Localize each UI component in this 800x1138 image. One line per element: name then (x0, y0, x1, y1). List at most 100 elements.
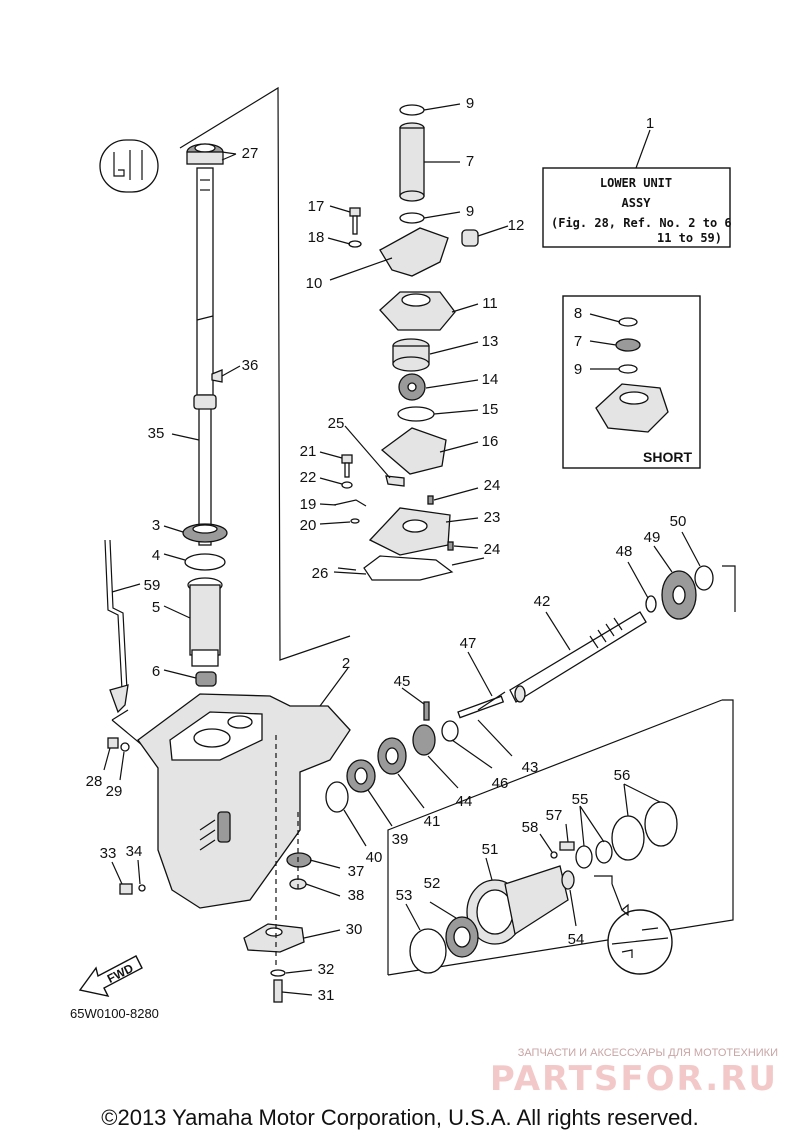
callout-24-b: 24 (484, 541, 501, 558)
callout-41: 41 (424, 813, 441, 830)
callout-53: 53 (396, 887, 413, 904)
grommet-12 (461, 229, 479, 247)
callout-45: 45 (394, 673, 411, 690)
part-37 (286, 852, 312, 868)
callout-59: 59 (144, 577, 161, 594)
o-ring-9-lower (399, 212, 425, 224)
pin-45 (423, 701, 430, 721)
anode-30 (243, 923, 305, 953)
callout-5: 5 (152, 599, 160, 616)
dowel-pin-24-a (427, 495, 434, 505)
callout-38: 38 (348, 887, 365, 904)
shift-rod-59 (104, 539, 123, 691)
assy-line3: (Fig. 28, Ref. No. 2 to 6 (551, 216, 732, 230)
spring-47 (477, 691, 506, 711)
shim-50 (694, 565, 714, 591)
callout-55: 55 (572, 791, 589, 808)
callout-23: 23 (484, 509, 501, 526)
washer-20 (350, 518, 360, 524)
callout-52: 52 (424, 875, 441, 892)
shift-cam (109, 684, 129, 714)
callout-21: 21 (300, 443, 317, 460)
leader-lines (103, 103, 701, 996)
callout-9-lower: 9 (466, 203, 474, 220)
screw-57 (559, 841, 575, 851)
assy-line1: LOWER UNIT (600, 176, 672, 190)
water-pump-assembly (333, 104, 479, 581)
callout-9-short: 9 (574, 361, 582, 378)
bracket-19 (333, 499, 367, 507)
callout-9-top: 9 (466, 95, 474, 112)
callout-47: 47 (460, 635, 477, 652)
o-ring-53 (409, 928, 447, 974)
callout-25: 25 (328, 415, 345, 432)
watermark-subtitle: ЗАПЧАСТИ И АКСЕССУАРЫ ДЛЯ МОТОТЕХНИКИ (518, 1047, 778, 1059)
callout-54: 54 (568, 931, 585, 948)
pump-housing-11 (379, 291, 456, 331)
propeller-shaft-assembly (325, 565, 714, 975)
callout-51: 51 (482, 841, 499, 858)
dowel-pin-24-b (447, 541, 454, 551)
key-25 (385, 475, 405, 487)
screw-33 (119, 883, 133, 895)
bolt-31 (273, 979, 283, 1003)
callout-numbers: 1 2 3 4 5 6 7 7 8 9 9 9 10 11 12 13 14 1… (86, 95, 687, 1004)
callout-15: 15 (482, 401, 499, 418)
short-o-ring-9 (618, 364, 638, 374)
washer-34 (138, 884, 146, 892)
callout-17: 17 (308, 198, 325, 215)
propeller-shaft-42 (509, 611, 647, 703)
callout-8-short: 8 (574, 305, 582, 322)
washer-58 (550, 851, 558, 859)
callout-58: 58 (522, 819, 539, 836)
drive-shaft-collar (193, 394, 217, 410)
short-label: SHORT (643, 449, 692, 465)
o-ring-56-b (644, 801, 678, 847)
assy-line2: ASSY (622, 196, 652, 210)
callout-44: 44 (456, 793, 473, 810)
seal-55-b (595, 840, 613, 864)
callout-2: 2 (342, 655, 350, 672)
short-tube-7 (615, 338, 641, 352)
bearing-54 (561, 870, 575, 890)
callout-42: 42 (534, 593, 551, 610)
plate-10 (379, 227, 449, 277)
callout-18: 18 (308, 229, 325, 246)
washer-29 (120, 742, 130, 752)
seal-detail-circle (607, 909, 673, 975)
seal-55-a (575, 845, 593, 869)
needle-bearing-6 (195, 671, 217, 687)
callout-24-a: 24 (484, 477, 501, 494)
water-tube-7 (399, 127, 425, 197)
callout-22: 22 (300, 469, 317, 486)
callout-35: 35 (148, 425, 165, 442)
callout-6: 6 (152, 663, 160, 680)
callout-11: 11 (482, 295, 498, 312)
gasket-26 (363, 555, 454, 581)
watermark-brand: PARTSFOR.RU (490, 1059, 778, 1099)
callout-12: 12 (508, 217, 525, 234)
callout-10: 10 (306, 275, 323, 292)
short-housing (595, 383, 669, 433)
callout-19: 19 (300, 496, 317, 513)
callout-28: 28 (86, 773, 103, 790)
callout-30: 30 (346, 921, 363, 938)
callout-7: 7 (466, 153, 474, 170)
o-ring-56-a (611, 815, 645, 861)
callout-1: 1 (646, 115, 654, 132)
washer-22 (341, 481, 353, 489)
short-o-ring-8 (618, 317, 638, 327)
washer-32 (270, 969, 286, 977)
group-outlines (111, 86, 736, 976)
callout-14: 14 (482, 371, 499, 388)
plunger-43 (457, 695, 505, 719)
callout-7-short: 7 (574, 333, 582, 350)
copyright-notice: ©2013 Yamaha Motor Corporation, U.S.A. A… (101, 1105, 698, 1130)
callout-4: 4 (152, 547, 160, 564)
lower-casing-assembly (107, 693, 351, 1003)
outer-plate-16 (380, 427, 447, 475)
callout-49: 49 (644, 529, 661, 546)
o-ring-9-top (399, 104, 425, 116)
watermark: ЗАПЧАСТИ И АКСЕССУАРЫ ДЛЯ МОТОТЕХНИКИ PA… (490, 1047, 778, 1099)
